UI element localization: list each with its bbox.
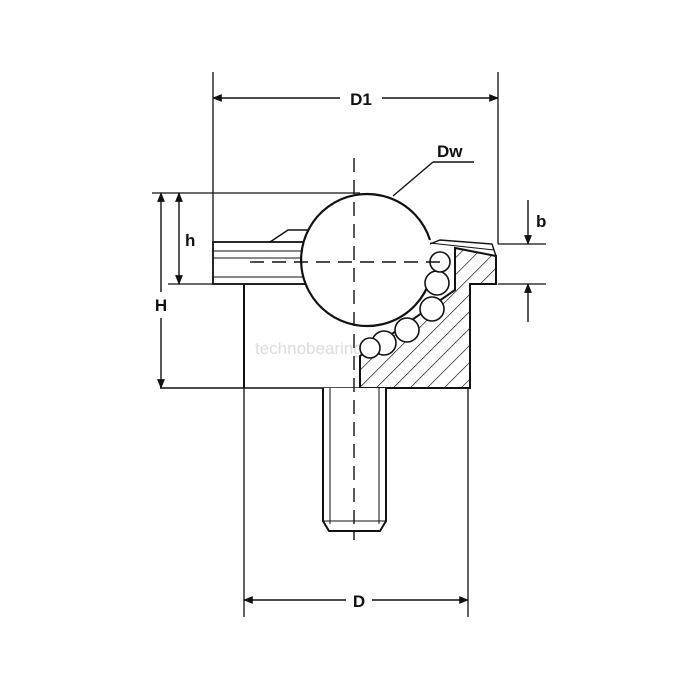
label-dw: Dw [437,142,463,161]
label-d: D [353,592,365,611]
dimension-d: D [243,592,469,611]
dimension-h-large: H [155,192,167,389]
dimension-h-small: h [175,192,195,285]
label-h-large: H [155,296,167,315]
dimension-d1: D1 [212,90,499,109]
label-d1: D1 [350,90,372,109]
label-b: b [536,212,546,231]
main-ball [300,192,432,328]
label-h-small: h [185,231,195,250]
center-lines [250,158,440,540]
dimension-b: b [524,200,546,322]
support-balls [359,251,451,359]
watermark-text: technobearing [255,339,363,358]
dimension-dw: Dw [392,142,474,197]
